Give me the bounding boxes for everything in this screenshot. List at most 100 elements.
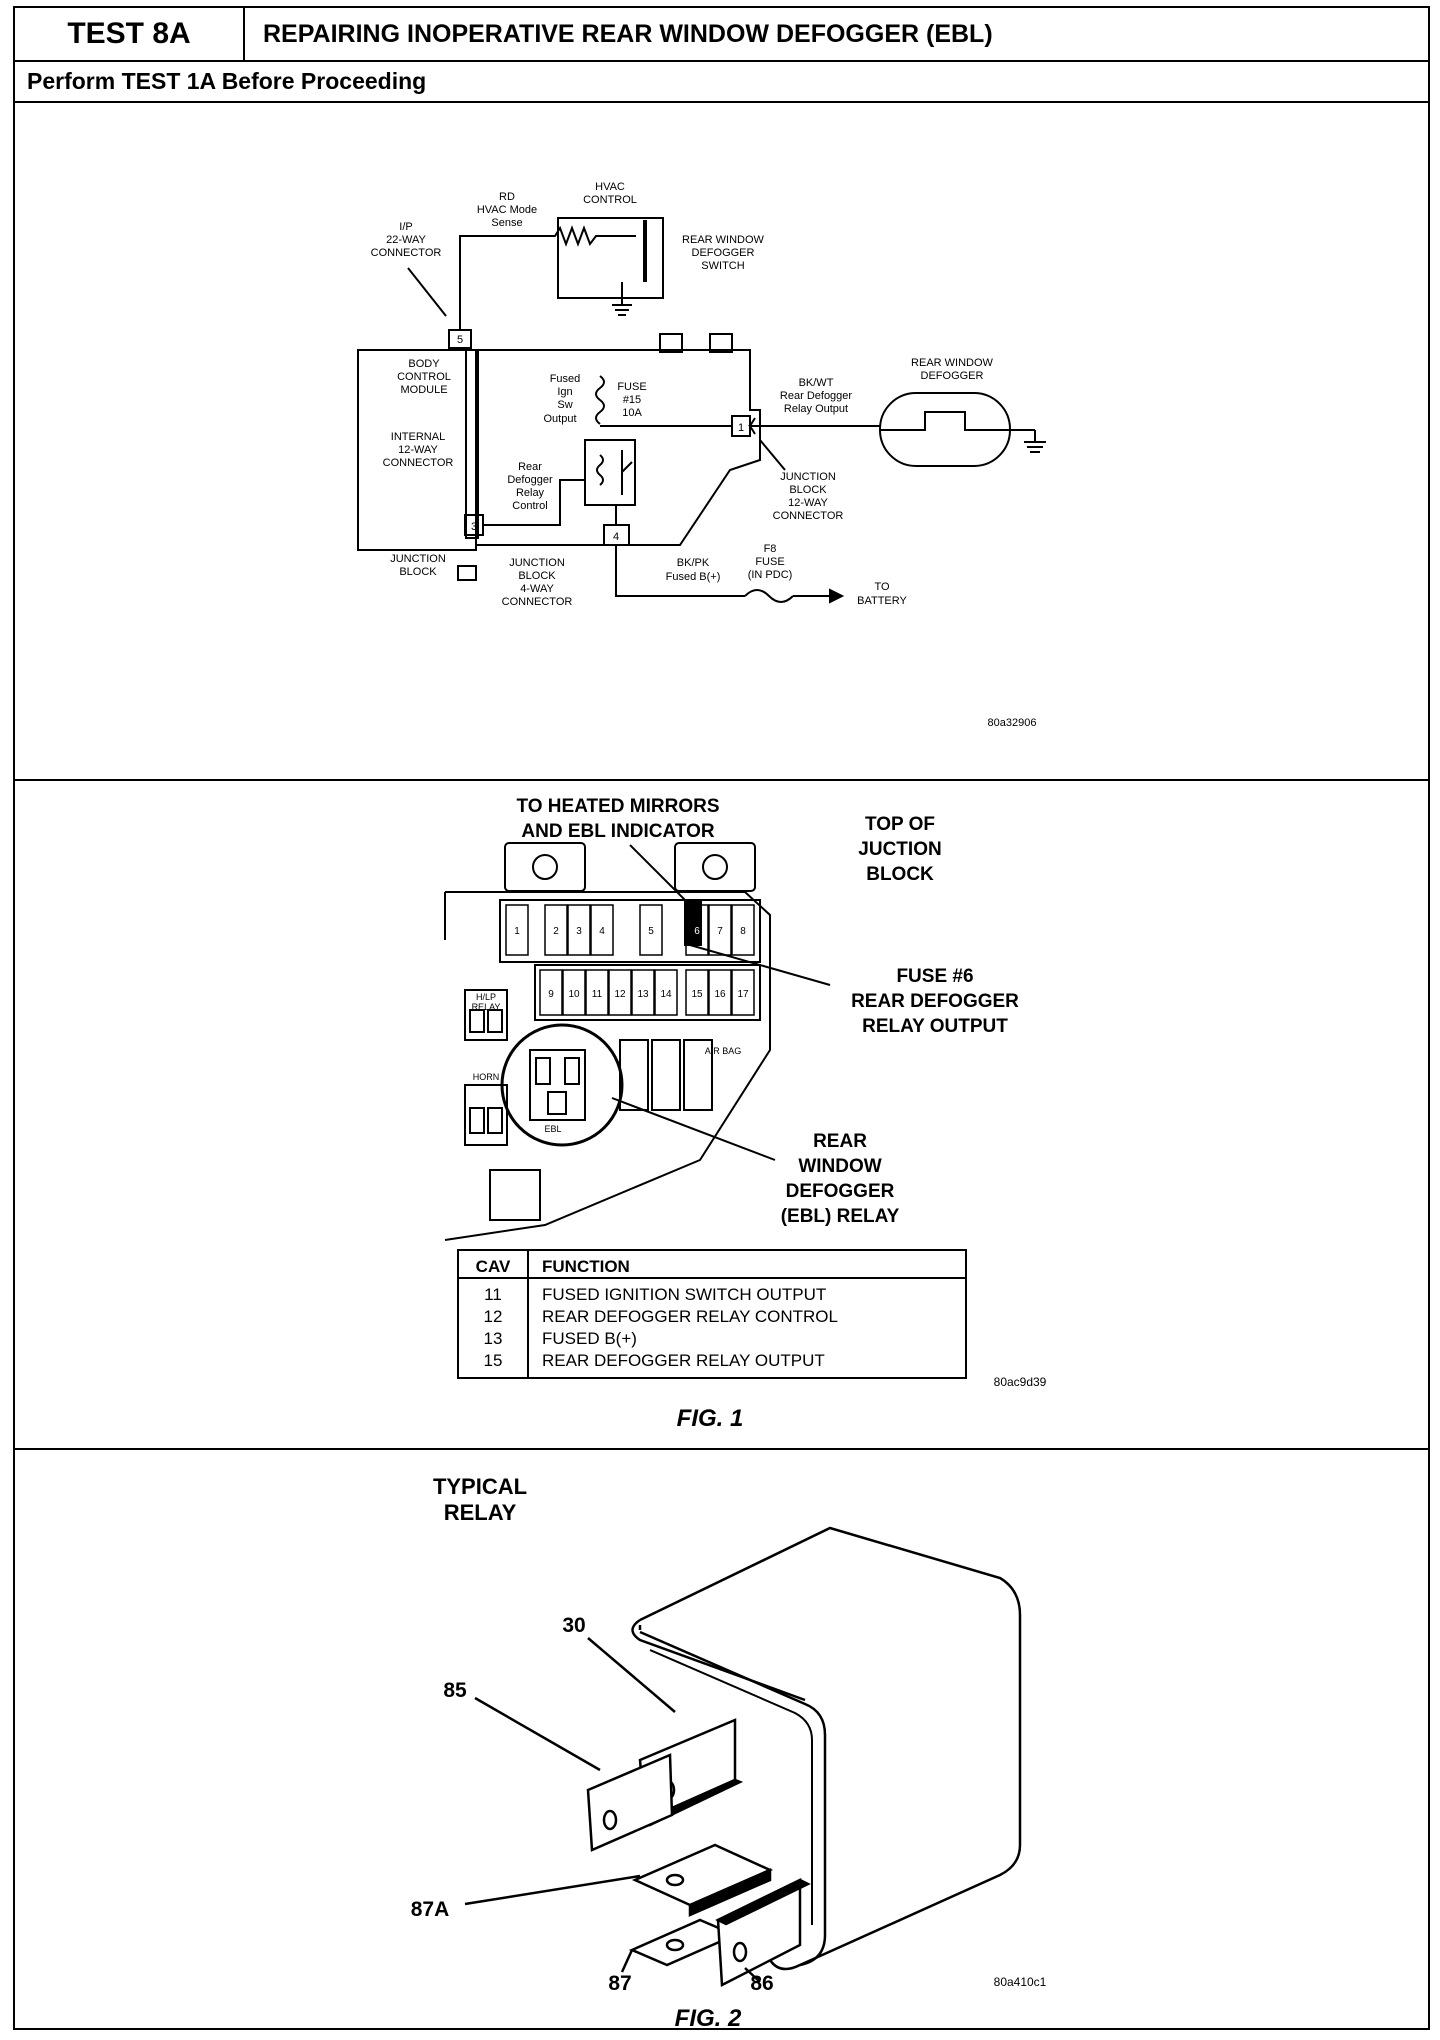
fuse-num-1: 1 [514,926,520,937]
fuse-slot-9 [539,969,563,1016]
terminal-87a-blade [631,1843,774,1907]
fuse-num-4: 4 [599,926,605,937]
defogger-label-0: REAR WINDOW [911,357,994,369]
fuse-slot-7 [708,904,732,956]
hvac-label-0: HVAC [595,181,625,193]
service-sheet: TEST 8A REPAIRING INOPERATIVE REAR WINDO… [13,6,1430,2030]
switch-label-0: REAR WINDOW [682,234,765,246]
hvac-control-box [557,217,664,299]
jb4-label-0: JUNCTION [509,557,565,569]
fuse-slot-13 [631,969,655,1016]
jb-label-0: JUNCTION [390,553,446,565]
switch-label-1: DEFOGGER [692,247,755,259]
terminal-87-label: 87 [608,1972,631,1995]
fuse6-callout-0: FUSE #6 [896,966,973,987]
bkwt-label-0: BK/WT [799,377,834,389]
pdc-fuse-symbol [744,589,794,603]
wiring-schematic [357,217,1046,604]
table-row-3-function: REAR DEFOGGER RELAY OUTPUT [542,1351,825,1370]
fuse-num-9: 9 [548,989,554,1000]
ebl-relay-highlight [500,1023,624,1147]
pdc-label-1: FUSE [755,556,784,568]
fuse-num-14: 14 [660,989,672,1000]
fuse-6-highlight [684,899,702,946]
section-divider-2 [15,1448,1428,1450]
pin-3-label: 3 [471,521,477,533]
fuse-num-15: 15 [691,989,703,1000]
switch-label-2: SWITCH [701,260,744,272]
horn-relay [464,1084,508,1146]
rd-label-2: Sense [491,217,522,229]
fig2-title-0: TYPICAL [433,1474,527,1499]
jb4-label-3: CONNECTOR [502,596,573,608]
relay-drawing [464,1526,1022,1987]
fuse-numbers: 1 2 3 4 5 6 7 8 9 10 11 12 13 14 15 16 1… [472,926,749,1134]
relay-callout-3: (EBL) RELAY [781,1206,900,1227]
table-row-0-cav: 11 [484,1285,502,1304]
fuse-slot-12 [608,969,632,1016]
battery-label-0: TO [874,581,890,593]
jb-12way-leader [759,439,786,471]
bcm-label-0: BODY [408,358,440,370]
fuse-slot-8 [731,904,755,956]
table-row-2-function: FUSED B(+) [542,1329,637,1348]
fuse-num-17: 17 [737,989,749,1000]
fuse-slot-6 [685,904,709,956]
ip-label-2: CONNECTOR [371,247,442,259]
ip-connector-leader [407,267,447,317]
mirrors-leader [629,844,691,906]
bkpk-label-1: Fused B(+) [666,571,721,583]
fig1-callouts: TO HEATED MIRRORS AND EBL INDICATOR TOP … [516,796,1019,1227]
internal-conn-label-0: INTERNAL [391,431,445,443]
fuse-num-8: 8 [740,926,746,937]
rear-defogger-relay-box [584,439,636,506]
fig2-caption: FIG. 2 [675,2005,742,2032]
fuse-num-6: 6 [694,926,700,937]
rd-label-1: HVAC Mode [477,204,537,216]
terminal-86-label: 86 [750,1972,773,1995]
schematic-labels: RD HVAC Mode Sense HVAC CONTROL REAR WIN… [371,181,1037,729]
bkwt-wire [748,417,880,435]
top-callout-1: JUCTION [858,839,941,860]
fuse-slot-3 [567,904,591,956]
ebl-label: EBL [544,1124,561,1134]
fig2-title-1: RELAY [444,1500,517,1525]
relay-face [639,1630,827,1967]
hvac-resistor [545,225,620,247]
mount-tab-right [674,842,756,892]
jb4-label-1: BLOCK [518,570,556,582]
fuse-15-symbol [595,375,605,425]
air-bag-label: AIR BAG [705,1046,742,1056]
connector-block [489,1169,541,1221]
mirrors-callout-0: TO HEATED MIRRORS [516,796,719,817]
bkpk-label-0: BK/PK [677,557,710,569]
fused-ign-label-0: Fused [550,373,581,385]
pin-5-box [448,329,472,349]
defogger-label-1: DEFOGGER [921,370,984,382]
terminal-86-leader [744,1967,761,1983]
table-row-0-function: FUSED IGNITION SWITCH OUTPUT [542,1285,826,1304]
hlp-relay-label-1: RELAY [472,1002,501,1012]
fuse-slot-2 [544,904,568,956]
page-title: REPAIRING INOPERATIVE REAR WINDOW DEFOGG… [263,20,993,48]
fuse-num-16: 16 [714,989,726,1000]
relay-callout-2: DEFOGGER [786,1181,895,1202]
terminal-85-blade [586,1753,674,1852]
rd-label-0: RD [499,191,515,203]
relay-ctrl-label-2: Relay [516,487,545,499]
fuse-slot-11 [585,969,609,1016]
fuse15-label-0: FUSE [617,381,646,393]
fuse-slot-4 [590,904,614,956]
header-bar: TEST 8A REPAIRING INOPERATIVE REAR WINDO… [15,8,1428,62]
jb12-label-1: BLOCK [789,484,827,496]
relay-ctrl-label-1: Defogger [507,474,553,486]
relay-housing [639,1526,1022,1971]
fuse-slot-16 [708,969,732,1016]
relay-callout-0: REAR [813,1131,867,1152]
hvac-label-1: CONTROL [583,194,637,206]
fuse-num-10: 10 [568,989,580,1000]
bkpk-fused-b-wire [615,545,745,597]
fuse-slot-15 [685,969,709,1016]
pdc-label-0: F8 [764,543,777,555]
fuse15-label-1: #15 [623,394,641,406]
